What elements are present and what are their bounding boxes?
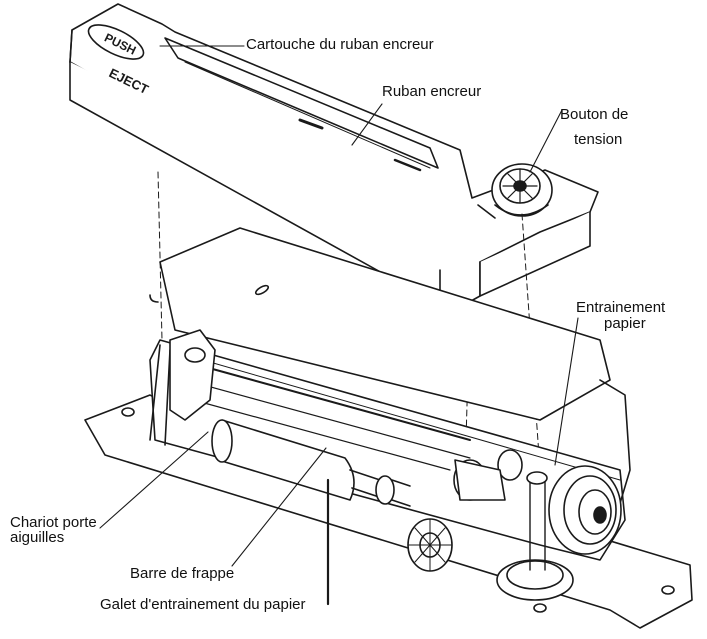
label-bouton-line2: tension bbox=[574, 131, 623, 148]
label-galet: Galet d'entrainement du papier bbox=[100, 596, 306, 613]
leader-lines bbox=[99, 45, 579, 606]
tension-knob-icon bbox=[477, 163, 553, 219]
label-cartouche: Cartouche du ruban encreur bbox=[246, 36, 434, 53]
left-gear-icon bbox=[407, 518, 453, 572]
label-entrainement-line2: papier bbox=[604, 315, 646, 332]
printer-mechanism bbox=[84, 227, 693, 629]
platen-roller bbox=[211, 419, 411, 507]
label-ruban: Ruban encreur bbox=[382, 83, 482, 100]
label-bouton-line1: Bouton de bbox=[560, 106, 629, 123]
label-chariot-line2: aiguilles bbox=[10, 529, 65, 546]
ribbon-cartridge bbox=[69, 3, 599, 310]
label-chariot-line1: Chariot porte bbox=[10, 514, 97, 531]
bottom-gear-icon bbox=[496, 471, 574, 601]
label-barre: Barre de frappe bbox=[130, 565, 235, 582]
label-entrainement-line1: Entrainement bbox=[576, 299, 666, 316]
paper-feed-wheel-icon bbox=[548, 465, 622, 555]
push-badge bbox=[87, 24, 145, 60]
